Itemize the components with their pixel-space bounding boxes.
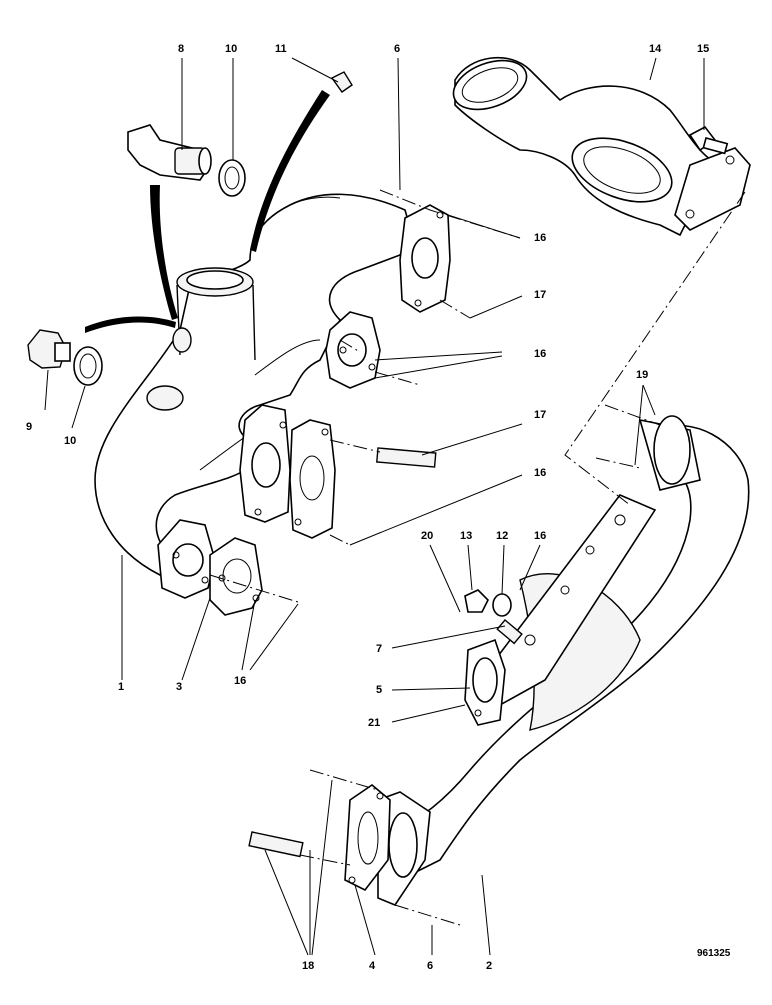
callout-15: 15 — [697, 43, 709, 55]
washer-10-lower — [73, 346, 103, 386]
callout-16: 16 — [534, 467, 546, 479]
washer-10-upper — [218, 159, 246, 197]
callout-16: 16 — [534, 232, 546, 244]
callout-8: 8 — [178, 43, 184, 55]
temperature-sender-8 — [127, 124, 212, 181]
callout-12: 12 — [496, 530, 508, 542]
manifold-flange-bottom — [157, 519, 216, 599]
callout-10: 10 — [225, 43, 237, 55]
gasket-4 — [344, 783, 391, 892]
callout-4: 4 — [369, 960, 376, 972]
manifold-flange-mid — [325, 311, 381, 389]
arrow-black-1 — [150, 185, 178, 320]
callout-9: 9 — [26, 421, 32, 433]
callout-19: 19 — [636, 369, 648, 381]
callout-16: 16 — [234, 675, 246, 687]
callout-7: 7 — [376, 643, 382, 655]
arrow-black-3 — [85, 316, 176, 333]
manifold-flange-upper — [399, 204, 451, 313]
gasket-3 — [209, 537, 263, 616]
nut-13 — [464, 589, 489, 613]
manifold-flange-lower — [239, 404, 291, 523]
flange-5 — [464, 638, 506, 726]
callout-10: 10 — [64, 435, 76, 447]
plug-11 — [330, 71, 353, 93]
callout-6: 6 — [394, 43, 400, 55]
callout-16: 16 — [534, 348, 546, 360]
stud-17 — [376, 447, 437, 468]
washer-12 — [492, 593, 512, 617]
figure-reference-number: 961325 — [697, 948, 731, 959]
plug-9 — [27, 329, 71, 369]
callout-14: 14 — [649, 43, 662, 55]
exhaust-pipe-2 — [377, 415, 750, 906]
callout-2: 2 — [486, 960, 492, 972]
arrow-black-2 — [250, 90, 330, 252]
callout-17: 17 — [534, 409, 546, 421]
stud-18 — [248, 831, 304, 858]
callout-1: 1 — [118, 681, 124, 693]
callout-labels: 8 10 11 6 14 15 16 17 16 9 10 19 17 16 2… — [26, 43, 731, 972]
turbo-elbow-14 — [452, 56, 751, 237]
callout-16: 16 — [534, 530, 546, 542]
callout-18: 18 — [302, 960, 314, 972]
callout-13: 13 — [460, 530, 472, 542]
callout-5: 5 — [376, 684, 382, 696]
leader-lines — [44, 57, 705, 956]
bolt-15 — [688, 125, 729, 155]
callout-11: 11 — [275, 43, 287, 55]
gasket-mid — [289, 419, 336, 539]
callout-17: 17 — [534, 289, 546, 301]
callout-3: 3 — [176, 681, 182, 693]
exhaust-manifold-upper — [94, 193, 410, 576]
callout-21: 21 — [368, 717, 380, 729]
callout-6: 6 — [427, 960, 433, 972]
callout-20: 20 — [421, 530, 433, 542]
